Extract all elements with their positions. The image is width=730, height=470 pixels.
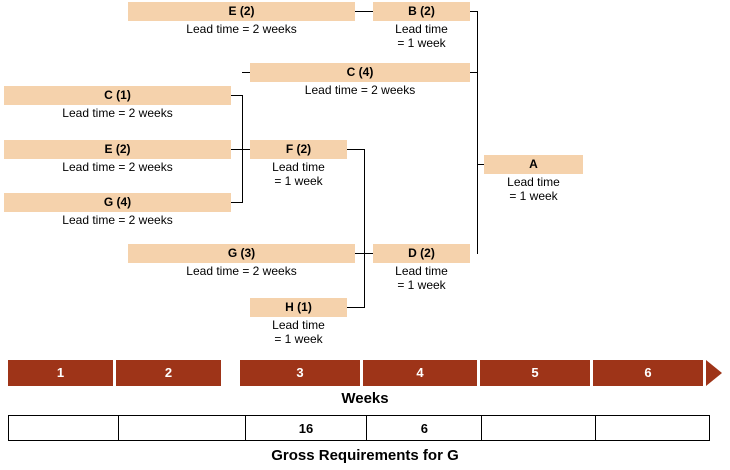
node-subtitle: Lead time = 2 weeks xyxy=(62,213,173,227)
gr-cell-1[interactable] xyxy=(8,415,119,441)
node-title: G (3) xyxy=(128,244,355,263)
gr-cell-6[interactable] xyxy=(595,415,710,441)
node-subtitle: Lead time = 1 week xyxy=(395,22,448,50)
node-h1[interactable]: H (1) Lead time = 1 week xyxy=(250,298,347,346)
node-subtitle: Lead time = 1 week xyxy=(395,264,448,292)
node-subtitle: Lead time = 2 weeks xyxy=(62,106,173,120)
connector-c1-to-bus xyxy=(231,95,243,96)
week-cell-4[interactable]: 4 xyxy=(363,360,477,386)
connector-bus-mid xyxy=(364,149,365,254)
node-subtitle: Lead time = 2 weeks xyxy=(186,264,297,278)
node-title: C (4) xyxy=(250,63,470,82)
node-g3[interactable]: G (3) Lead time = 2 weeks xyxy=(128,244,355,278)
connector-h1-to-bus xyxy=(347,307,365,308)
week-cell-3[interactable]: 3 xyxy=(240,360,360,386)
node-d2[interactable]: D (2) Lead time = 1 week xyxy=(373,244,470,292)
connector-c4-left-tail xyxy=(242,72,250,73)
node-title: D (2) xyxy=(373,244,470,263)
gr-cell-2[interactable] xyxy=(117,415,246,441)
connector-trunk-right xyxy=(477,11,478,254)
connector-c4-to-trunk xyxy=(470,72,478,73)
node-c4[interactable]: C (4) Lead time = 2 weeks xyxy=(250,63,470,97)
week-cell-1[interactable]: 1 xyxy=(8,360,113,386)
node-title: E (2) xyxy=(128,2,355,21)
node-subtitle: Lead time = 2 weeks xyxy=(186,22,297,36)
connector-b2-to-trunk xyxy=(470,11,478,12)
connector-e2mid-to-f2 xyxy=(231,149,250,150)
node-a[interactable]: A Lead time = 1 week xyxy=(484,155,583,203)
gr-cell-4[interactable]: 6 xyxy=(366,415,483,441)
node-subtitle: Lead time = 2 weeks xyxy=(304,83,416,97)
weeks-caption: Weeks xyxy=(341,390,389,407)
connector-trunk-to-a xyxy=(477,164,485,165)
week-cell-6[interactable]: 6 xyxy=(593,360,703,386)
node-title: H (1) xyxy=(250,298,347,317)
connector-g4-to-bus xyxy=(231,202,243,203)
gross-requirements-caption: Gross Requirements for G xyxy=(271,447,459,464)
node-g4[interactable]: G (4) Lead time = 2 weeks xyxy=(4,193,231,227)
node-subtitle: Lead time = 1 week xyxy=(272,318,325,346)
connector-e2top-to-b2 xyxy=(355,11,373,12)
week-cell-5[interactable]: 5 xyxy=(480,360,590,386)
node-f2[interactable]: F (2) Lead time = 1 week xyxy=(250,140,347,188)
timeline-arrow-icon xyxy=(706,360,722,386)
gross-requirements-table: 16 6 xyxy=(8,415,710,441)
connector-bus-d2 xyxy=(364,253,365,308)
connector-bus-left xyxy=(242,95,243,203)
node-title: A xyxy=(484,155,583,174)
node-subtitle: Lead time = 1 week xyxy=(507,175,560,203)
week-cell-2[interactable]: 2 xyxy=(116,360,221,386)
node-title: C (1) xyxy=(4,86,231,105)
node-subtitle: Lead time = 1 week xyxy=(272,160,325,188)
node-title: F (2) xyxy=(250,140,347,159)
gr-cell-5[interactable] xyxy=(481,415,597,441)
node-subtitle: Lead time = 2 weeks xyxy=(62,160,173,174)
table-row: 16 6 xyxy=(8,415,710,441)
node-e2-mid[interactable]: E (2) Lead time = 2 weeks xyxy=(4,140,231,174)
node-e2-top[interactable]: E (2) Lead time = 2 weeks xyxy=(128,2,355,36)
node-b2[interactable]: B (2) Lead time = 1 week xyxy=(373,2,470,50)
gr-cell-3[interactable]: 16 xyxy=(244,415,368,441)
connector-f2-to-midbus xyxy=(347,149,365,150)
node-c1[interactable]: C (1) Lead time = 2 weeks xyxy=(4,86,231,120)
node-title: G (4) xyxy=(4,193,231,212)
node-title: B (2) xyxy=(373,2,470,21)
node-title: E (2) xyxy=(4,140,231,159)
